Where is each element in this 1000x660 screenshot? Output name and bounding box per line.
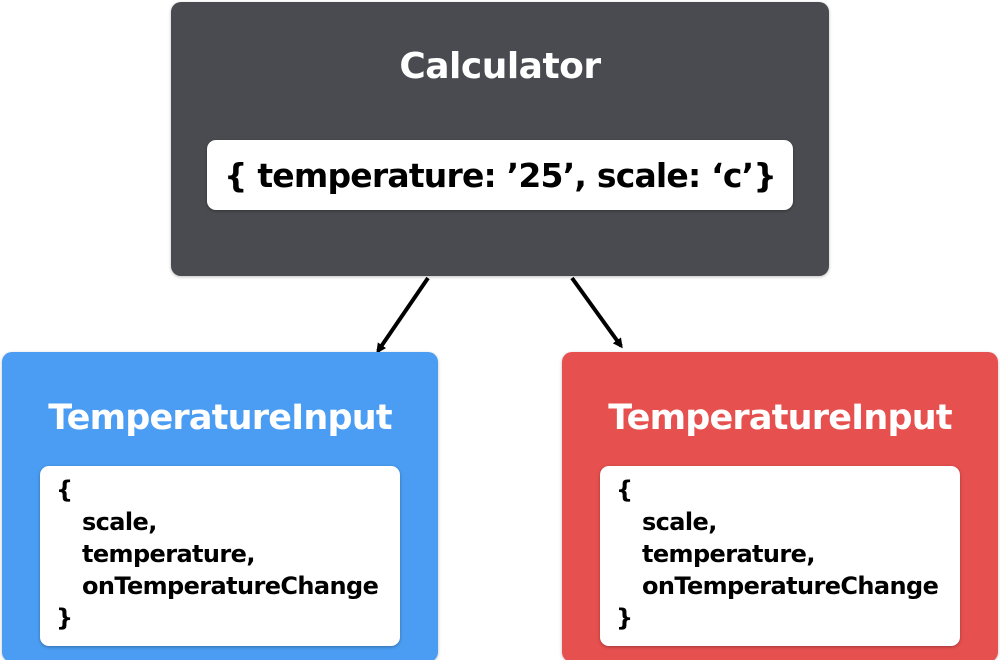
calculator-state-box: { temperature: ’25’, scale: ‘c’} bbox=[207, 140, 793, 210]
temperature-input-node-left: TemperatureInput { scale, temperature, o… bbox=[2, 352, 438, 660]
prop-on-temperature-change: onTemperatureChange bbox=[82, 572, 379, 600]
prop-temperature: temperature, bbox=[642, 540, 815, 568]
props-box: { scale, temperature, onTemperatureChang… bbox=[40, 466, 400, 646]
props-box: { scale, temperature, onTemperatureChang… bbox=[600, 466, 960, 646]
calculator-title: Calculator bbox=[399, 46, 601, 87]
prop-temperature: temperature, bbox=[82, 540, 255, 568]
arrow-calculator-to-right-input bbox=[570, 276, 623, 349]
calculator-node: Calculator { temperature: ’25’, scale: ‘… bbox=[171, 2, 829, 276]
arrow-calculator-to-left-input bbox=[376, 276, 430, 354]
temperature-input-node-right: TemperatureInput { scale, temperature, o… bbox=[562, 352, 998, 660]
props-close-brace: } bbox=[616, 604, 633, 632]
props-open-brace: { bbox=[616, 476, 633, 504]
calculator-state-text: { temperature: ’25’, scale: ‘c’} bbox=[223, 155, 777, 195]
temperature-input-title: TemperatureInput bbox=[48, 398, 392, 438]
props-open-brace: { bbox=[56, 476, 73, 504]
prop-on-temperature-change: onTemperatureChange bbox=[642, 572, 939, 600]
props-close-brace: } bbox=[56, 604, 73, 632]
prop-scale: scale, bbox=[642, 508, 717, 536]
temperature-input-title: TemperatureInput bbox=[608, 398, 952, 438]
prop-scale: scale, bbox=[82, 508, 157, 536]
